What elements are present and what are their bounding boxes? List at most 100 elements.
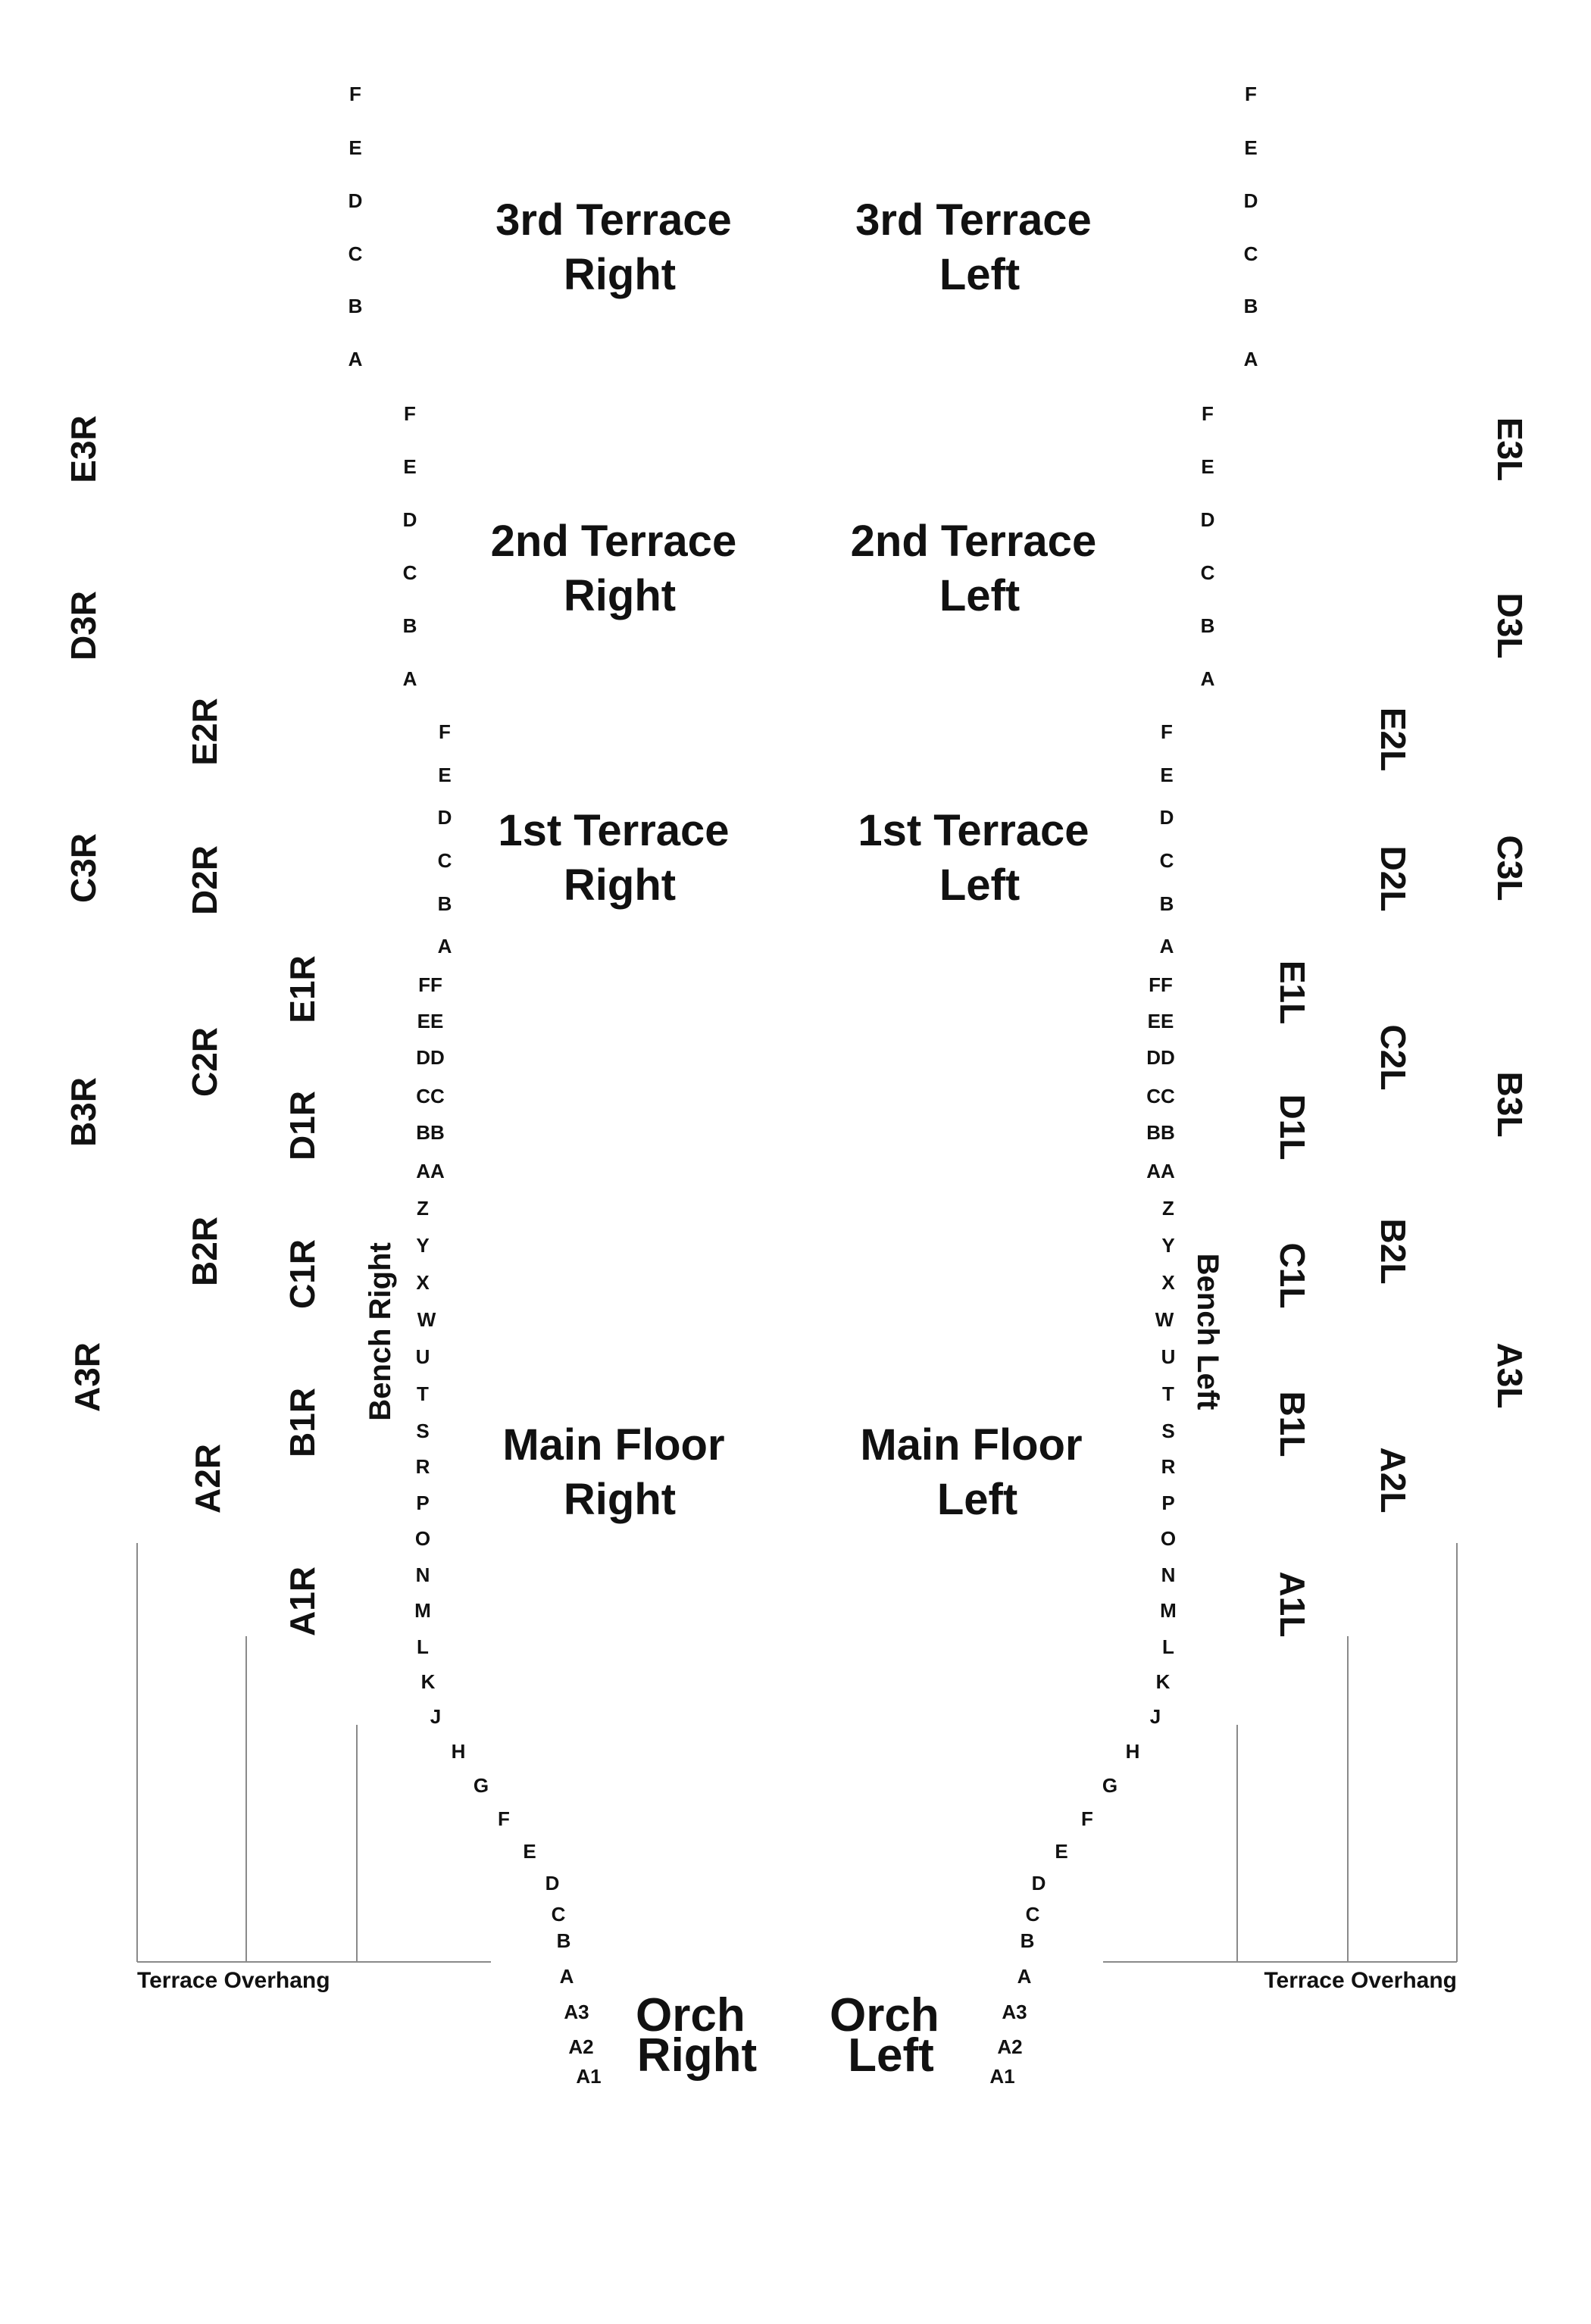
row-label-bb: BB: [416, 1121, 445, 1144]
row-label: C: [403, 561, 417, 584]
row-label-ee: EE: [417, 1010, 444, 1032]
row-label-p: P: [416, 1492, 429, 1514]
terrace-row-labels: F E D C B A F E D C B A F E D C B A F E …: [349, 83, 1258, 957]
box-d2l: D2L: [1374, 846, 1413, 912]
row-label: D: [1244, 189, 1258, 212]
row-label: E: [438, 764, 451, 786]
section-labels: 3rd Terrace Right 3rd Terrace Left 2nd T…: [491, 195, 1109, 2082]
main-floor-row-labels-right: FFEEDDCCBBAAZYXWUTSRPONMLKJHGFEDCBAA3A2A…: [414, 973, 601, 2088]
row-label-m: M: [414, 1599, 431, 1622]
section-orch-right: Orch Right: [636, 1989, 758, 2082]
section-main-floor-right: Main Floor Right: [502, 1420, 736, 1524]
row-label: D: [1201, 508, 1215, 531]
row-label: D: [403, 508, 417, 531]
section-main-floor-left: Main Floor Left: [860, 1420, 1094, 1524]
section-1st-terrace-right: 1st Terrace Right: [498, 806, 741, 910]
box-e2r: E2R: [185, 698, 224, 765]
row-label-aa: AA: [1146, 1160, 1175, 1182]
row-label-n: N: [416, 1563, 430, 1586]
row-label-n: N: [1161, 1563, 1176, 1586]
row-label: E: [403, 455, 416, 478]
box-d1l: D1L: [1273, 1095, 1312, 1160]
row-label-m: M: [1160, 1599, 1177, 1622]
bench-left-label: Bench Left: [1191, 1254, 1224, 1410]
row-label-a2: A2: [997, 2035, 1022, 2058]
row-label: A: [1201, 667, 1215, 690]
box-c3l: C3L: [1490, 836, 1530, 901]
row-label: F: [1161, 720, 1173, 743]
right-side-boxes: E3R D3R C3R B3R A3R E2R D2R C2R B2R A2R …: [64, 415, 322, 1636]
row-label: A: [438, 935, 452, 957]
row-label-ff: FF: [1149, 973, 1173, 996]
row-label-f: F: [1081, 1807, 1093, 1830]
row-label: A: [403, 667, 417, 690]
row-label-aa: AA: [416, 1160, 445, 1182]
row-label-k: K: [1156, 1670, 1171, 1693]
row-label-y: Y: [416, 1234, 429, 1257]
row-label-a2: A2: [568, 2035, 593, 2058]
row-label-cc: CC: [1146, 1085, 1175, 1107]
section-orch-left: Orch Left: [830, 1989, 952, 2082]
row-label: F: [1245, 83, 1257, 105]
terrace-overhang-left-label: Terrace Overhang: [1264, 1968, 1457, 1993]
row-label-x: X: [1161, 1271, 1175, 1294]
row-label-x: X: [416, 1271, 430, 1294]
row-label-u: U: [416, 1345, 430, 1368]
row-label-t: T: [417, 1382, 429, 1405]
box-e3r: E3R: [64, 415, 103, 483]
row-label-w: W: [417, 1308, 436, 1331]
row-label-e: E: [523, 1840, 536, 1863]
row-label: B: [438, 892, 452, 915]
row-label-c: C: [1026, 1903, 1040, 1926]
row-label-l: L: [1162, 1635, 1174, 1658]
row-label: A: [1160, 935, 1174, 957]
row-label-bb: BB: [1146, 1121, 1175, 1144]
box-c2l: C2L: [1374, 1025, 1413, 1091]
section-2nd-terrace-right: 2nd Terrace Right: [491, 517, 749, 620]
row-label-u: U: [1161, 1345, 1176, 1368]
row-label-j: J: [430, 1705, 441, 1728]
row-label: D: [1160, 806, 1174, 829]
box-d2r: D2R: [185, 845, 224, 915]
box-e2l: E2L: [1374, 708, 1413, 771]
bench-right-label: Bench Right: [364, 1242, 397, 1421]
row-label-d: D: [545, 1872, 560, 1894]
row-label-dd: DD: [416, 1046, 445, 1069]
row-label: B: [1160, 892, 1174, 915]
row-label-s: S: [1161, 1420, 1174, 1442]
box-c1l: C1L: [1273, 1243, 1312, 1309]
box-b2r: B2R: [185, 1217, 224, 1286]
row-label-c: C: [552, 1903, 566, 1926]
terrace-overhang-left: [1103, 1543, 1458, 1963]
row-label-r: R: [416, 1455, 430, 1478]
row-label-cc: CC: [416, 1085, 445, 1107]
terrace-overhang-right: [136, 1543, 491, 1963]
box-e1r: E1R: [283, 955, 322, 1023]
box-a2l: A2L: [1374, 1448, 1413, 1513]
row-label: E: [349, 136, 361, 159]
box-e3l: E3L: [1490, 417, 1530, 481]
row-label-h: H: [452, 1740, 466, 1763]
row-label: F: [404, 402, 416, 425]
box-a2r: A2R: [188, 1444, 227, 1513]
row-label-a3: A3: [564, 2001, 589, 2023]
box-c1r: C1R: [283, 1239, 322, 1309]
row-label-p: P: [1161, 1492, 1174, 1514]
row-label-e: E: [1055, 1840, 1067, 1863]
row-label-a: A: [560, 1965, 574, 1988]
box-d1r: D1R: [283, 1091, 322, 1160]
box-b1l: B1L: [1273, 1392, 1312, 1457]
box-b2l: B2L: [1374, 1219, 1413, 1285]
row-label-l: L: [417, 1635, 429, 1658]
row-label-h: H: [1126, 1740, 1140, 1763]
section-2nd-terrace-left: 2nd Terrace Left: [851, 517, 1109, 620]
row-label: F: [439, 720, 451, 743]
row-label-o: O: [415, 1527, 430, 1550]
row-label-a: A: [1017, 1965, 1032, 1988]
row-label-o: O: [1161, 1527, 1176, 1550]
main-floor-row-labels-left: FFEEDDCCBBAAZYXWUTSRPONMLKJHGFEDCBAA3A2A…: [989, 973, 1176, 2088]
row-label-k: K: [421, 1670, 436, 1693]
box-d3l: D3L: [1490, 593, 1530, 659]
box-b3l: B3L: [1490, 1072, 1530, 1138]
